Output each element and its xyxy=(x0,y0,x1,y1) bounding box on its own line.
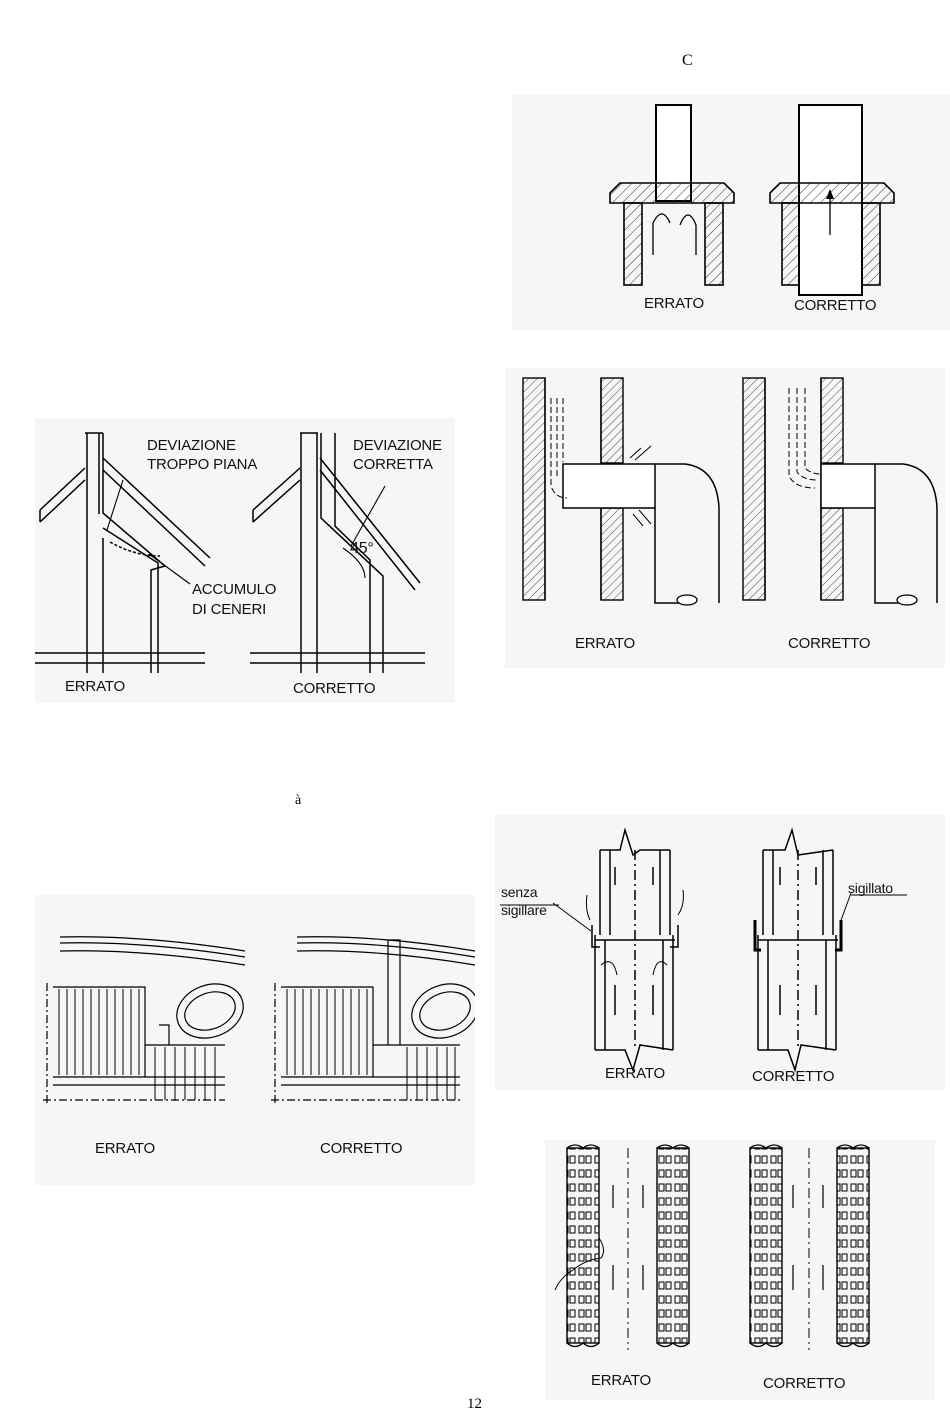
section-marker-a: à xyxy=(295,793,301,809)
pointer-sealed xyxy=(840,893,851,923)
figure-joint-seal: senza sigillare sigillato ERRATO CORRETT… xyxy=(495,815,945,1090)
block-right-caption: CORRETTO xyxy=(763,1375,845,1392)
wall-wrong-caption: ERRATO xyxy=(575,635,635,652)
seal-right-drawing xyxy=(755,830,841,1070)
label-dev-flat: DEVIAZIONE TROPPO PIANA xyxy=(147,436,257,474)
cap-wrong-drawing xyxy=(610,105,734,285)
bend-right-caption: CORRETTO xyxy=(293,680,375,697)
roof-right-drawing xyxy=(271,937,475,1105)
seal-right-caption: CORRETTO xyxy=(752,1068,834,1085)
section-marker-c: C xyxy=(682,52,693,70)
roof-wrong-drawing xyxy=(43,937,251,1105)
figure-roof-height: ERRATO CORRETTO xyxy=(35,895,475,1185)
seal-wrong-caption: ERRATO xyxy=(605,1065,665,1082)
seal-wrong-drawing xyxy=(586,830,683,1070)
roof-wrong-caption: ERRATO xyxy=(95,1140,155,1157)
label-dev-ok: DEVIAZIONE CORRETTA xyxy=(353,436,442,474)
block-right-drawing xyxy=(750,1145,869,1350)
label-ash: ACCUMULO DI CENERI xyxy=(192,580,276,620)
block-wrong-drawing xyxy=(555,1145,689,1350)
page-number: 12 xyxy=(467,1396,482,1413)
pointer-unsealed xyxy=(553,903,591,931)
label-angle: 45° xyxy=(350,540,374,558)
label-unsealed: senza sigillare xyxy=(501,883,547,919)
cap-right-drawing xyxy=(770,105,894,295)
label-sealed: sigillato xyxy=(848,880,893,896)
wall-right-drawing xyxy=(743,378,937,605)
roof-right-caption: CORRETTO xyxy=(320,1140,402,1157)
figure-flue-bend: DEVIAZIONE TROPPO PIANA DEVIAZIONE CORRE… xyxy=(35,418,455,703)
block-wrong-caption: ERRATO xyxy=(591,1372,651,1389)
wall-right-caption: CORRETTO xyxy=(788,635,870,652)
cap-wrong-caption: ERRATO xyxy=(644,295,704,312)
cap-right-caption: CORRETTO xyxy=(794,297,876,314)
bend-wrong-caption: ERRATO xyxy=(65,678,125,695)
figure-chimney-cap: ERRATO CORRETTO xyxy=(512,95,950,330)
figure-wall-connection: ERRATO CORRETTO xyxy=(505,368,945,668)
wall-wrong-drawing xyxy=(523,378,719,605)
figure-block-flue: ERRATO CORRETTO xyxy=(545,1140,935,1400)
